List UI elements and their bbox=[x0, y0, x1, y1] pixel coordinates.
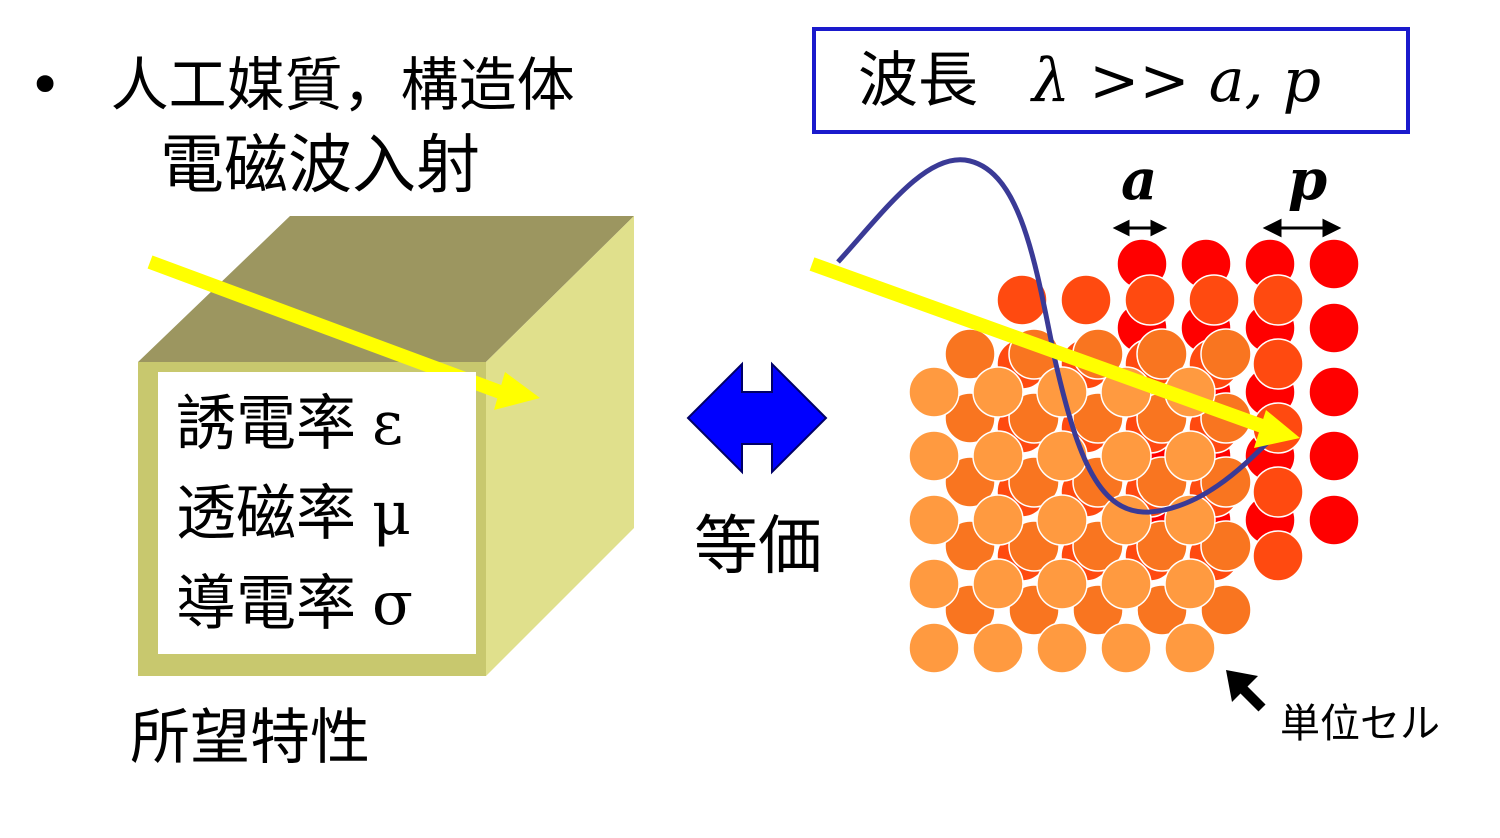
incident-wave-label: 電磁波入射 bbox=[160, 129, 480, 203]
sphere bbox=[1164, 558, 1216, 610]
sphere bbox=[1188, 274, 1240, 326]
sphere bbox=[1100, 430, 1152, 482]
sphere bbox=[1200, 520, 1252, 572]
sphere bbox=[972, 558, 1024, 610]
block-top-face bbox=[138, 216, 634, 362]
sphere bbox=[1136, 328, 1188, 380]
spacing-label-p: p bbox=[1288, 147, 1328, 213]
sphere bbox=[1252, 274, 1304, 326]
sphere bbox=[1308, 302, 1360, 354]
spacing-label-a: a bbox=[1121, 147, 1158, 213]
sphere bbox=[1036, 494, 1088, 546]
unit-cell-label: 単位セル bbox=[1280, 701, 1440, 747]
sphere bbox=[1252, 338, 1304, 390]
sphere bbox=[996, 274, 1048, 326]
property-name: 導電率 bbox=[176, 569, 356, 639]
sphere bbox=[972, 622, 1024, 674]
sphere bbox=[944, 328, 996, 380]
property-symbol: μ bbox=[372, 479, 411, 549]
sphere bbox=[1164, 430, 1216, 482]
sphere bbox=[972, 494, 1024, 546]
sphere-layer-front bbox=[908, 366, 1216, 674]
sphere bbox=[908, 494, 960, 546]
sphere bbox=[1308, 430, 1360, 482]
sphere bbox=[1100, 494, 1152, 546]
sphere bbox=[1252, 530, 1304, 582]
spacing-arrow-a bbox=[1112, 219, 1168, 237]
sphere bbox=[1060, 274, 1112, 326]
desired-properties-label: 所望特性 bbox=[130, 703, 370, 773]
sphere bbox=[1252, 466, 1304, 518]
sphere bbox=[972, 366, 1024, 418]
bullet-text: 人工媒質，構造体 bbox=[110, 51, 575, 119]
sphere bbox=[1200, 328, 1252, 380]
sphere bbox=[908, 366, 960, 418]
bullet-line: • 人工媒質，構造体 bbox=[28, 56, 575, 114]
sphere bbox=[1164, 622, 1216, 674]
wave-curve bbox=[836, 157, 1272, 515]
wavelength-box: 波長 λ >> a, p bbox=[812, 27, 1410, 134]
block-side-face bbox=[486, 216, 634, 676]
incident-beam-right bbox=[809, 257, 1265, 433]
sphere bbox=[1308, 494, 1360, 546]
sphere bbox=[1100, 622, 1152, 674]
wavelength-expression: λ >> a, p bbox=[1032, 46, 1322, 116]
incident-beam-left bbox=[147, 255, 503, 399]
sphere bbox=[1100, 558, 1152, 610]
sphere bbox=[1308, 366, 1360, 418]
sphere bbox=[1036, 430, 1088, 482]
property-name: 透磁率 bbox=[176, 479, 356, 549]
equivalence-arrow bbox=[686, 361, 828, 475]
property-name: 誘電率 bbox=[176, 389, 356, 459]
sphere bbox=[908, 558, 960, 610]
sphere bbox=[908, 622, 960, 674]
incident-beam-right-head bbox=[1254, 410, 1300, 448]
sphere bbox=[1036, 558, 1088, 610]
unit-cell-pointer-arrow bbox=[1226, 670, 1266, 712]
equivalent-label: 等価 bbox=[694, 510, 822, 584]
sphere bbox=[908, 430, 960, 482]
spacing-arrow-p bbox=[1262, 218, 1342, 238]
sphere bbox=[1200, 584, 1252, 636]
bullet-dot: • bbox=[28, 51, 63, 119]
sphere bbox=[1308, 238, 1360, 290]
sphere bbox=[972, 430, 1024, 482]
property-symbol: ε bbox=[372, 389, 404, 459]
incident-beam-left-head bbox=[494, 372, 540, 410]
sphere bbox=[1036, 622, 1088, 674]
sphere bbox=[1124, 274, 1176, 326]
wavelength-label: 波長 bbox=[858, 46, 978, 116]
property-symbol: σ bbox=[372, 569, 413, 639]
